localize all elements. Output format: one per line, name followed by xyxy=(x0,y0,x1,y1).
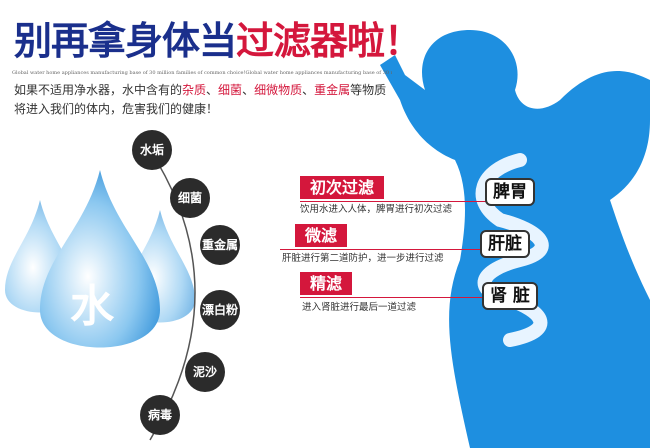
organ-liver: 肝脏 xyxy=(480,230,530,258)
stage-tag-3: 精滤 xyxy=(300,272,353,295)
contaminant-bubble: 病毒 xyxy=(140,395,180,435)
stage-desc-1: 饮用水进入人体，脾胃进行初次过滤 xyxy=(300,204,453,215)
stage-tag-2: 微滤 xyxy=(295,224,348,247)
subtitle: Global water home appliances manufacturi… xyxy=(12,70,392,76)
water-drop-main xyxy=(40,170,160,348)
divider xyxy=(300,297,490,298)
contaminant-bubble: 重金属 xyxy=(200,225,240,265)
contaminant-bubble: 泥沙 xyxy=(185,352,225,392)
contaminant-bubble: 漂白粉 xyxy=(200,290,240,330)
organ-kidney: 肾 脏 xyxy=(482,282,538,310)
digestive-tract xyxy=(475,153,549,347)
contaminant-bubble: 细菌 xyxy=(170,178,210,218)
divider xyxy=(280,249,480,250)
intro-line-2: 将进入我们的体内，危害我们的健康！ xyxy=(14,102,219,116)
water-label: 水 xyxy=(70,281,114,332)
intro-line-1: 如果不适用净水器，水中含有的杂质、细菌、细微物质、重金属等物质 xyxy=(14,83,387,97)
contaminant-bubble: 水垢 xyxy=(132,130,172,170)
stage-desc-3: 进入肾脏进行最后一道过滤 xyxy=(302,302,417,313)
organ-stomach: 脾胃 xyxy=(485,178,535,206)
divider xyxy=(300,201,490,202)
stage-tag-1: 初次过滤 xyxy=(300,176,385,199)
page-title: 别再拿身体当过滤器啦！ xyxy=(14,18,422,63)
stage-desc-2: 肝脏进行第二道防护，进一步进行过滤 xyxy=(282,253,444,264)
